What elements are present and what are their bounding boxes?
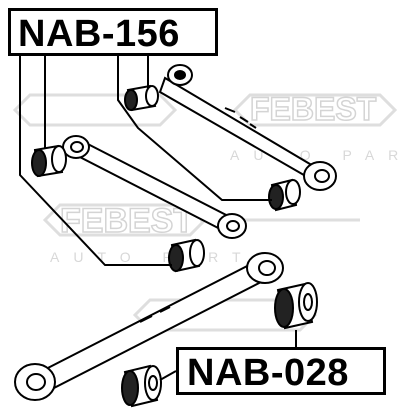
bushing-icon bbox=[168, 238, 205, 273]
control-arm-icon bbox=[14, 252, 284, 401]
bushing-icon bbox=[268, 178, 301, 212]
leader-line bbox=[19, 56, 297, 381]
watermark-tagline-middle: AUTO PARTS bbox=[50, 249, 278, 265]
watermark-brand-middle: FEBEST bbox=[60, 202, 194, 240]
bushing-icon bbox=[31, 144, 67, 178]
control-arm-icon bbox=[62, 135, 247, 239]
part-number-label-top: NAB-156 bbox=[8, 8, 218, 56]
watermark-brand-top: FEBEST bbox=[250, 91, 377, 127]
bushing-icon bbox=[124, 84, 159, 112]
control-arm-icon bbox=[158, 64, 337, 191]
part-number-label-bottom: NAB-028 bbox=[176, 347, 386, 395]
bushing-icon bbox=[274, 282, 318, 330]
watermark-logo-top bbox=[12, 93, 398, 127]
bushing-icon bbox=[121, 364, 162, 408]
